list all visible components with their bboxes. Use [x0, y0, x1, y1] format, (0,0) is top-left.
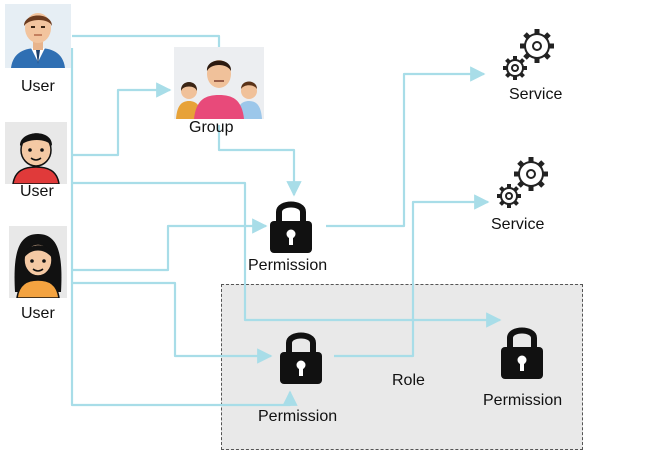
- role-label: Role: [392, 372, 425, 389]
- connector-user1-group: [72, 34, 221, 50]
- permission-label-1: Permission: [248, 257, 328, 274]
- user-label-3: User: [21, 305, 55, 322]
- padlock-icon: [270, 201, 312, 253]
- connector-user1-trunk: [70, 48, 298, 407]
- connector-user3-permission1: [72, 218, 268, 272]
- connector-permission2-service2: [334, 194, 490, 358]
- permission-label-3: Permission: [483, 392, 563, 409]
- connector-permission1-service1: [326, 66, 486, 228]
- padlock-icon: [501, 327, 543, 379]
- user-label-2: User: [20, 183, 54, 200]
- gears-icon: [497, 157, 548, 208]
- people-group-icon: [174, 47, 264, 119]
- man-avatar-icon: [5, 122, 67, 184]
- user-label-1: User: [21, 78, 55, 95]
- businessman-avatar-icon: [5, 4, 71, 68]
- group-label: Group: [189, 119, 234, 136]
- padlock-icon: [280, 332, 322, 384]
- connector-user3-permission2: [72, 281, 273, 364]
- connector-group-permission1: [217, 125, 302, 197]
- service-label-1: Service: [509, 86, 563, 103]
- gears-icon: [503, 29, 554, 80]
- connector-user1-group-2: [72, 82, 172, 157]
- service-label-2: Service: [491, 216, 545, 233]
- connector-user2-permission3: [72, 181, 502, 328]
- permission-label-2: Permission: [258, 408, 338, 425]
- woman-avatar-icon: [9, 226, 67, 298]
